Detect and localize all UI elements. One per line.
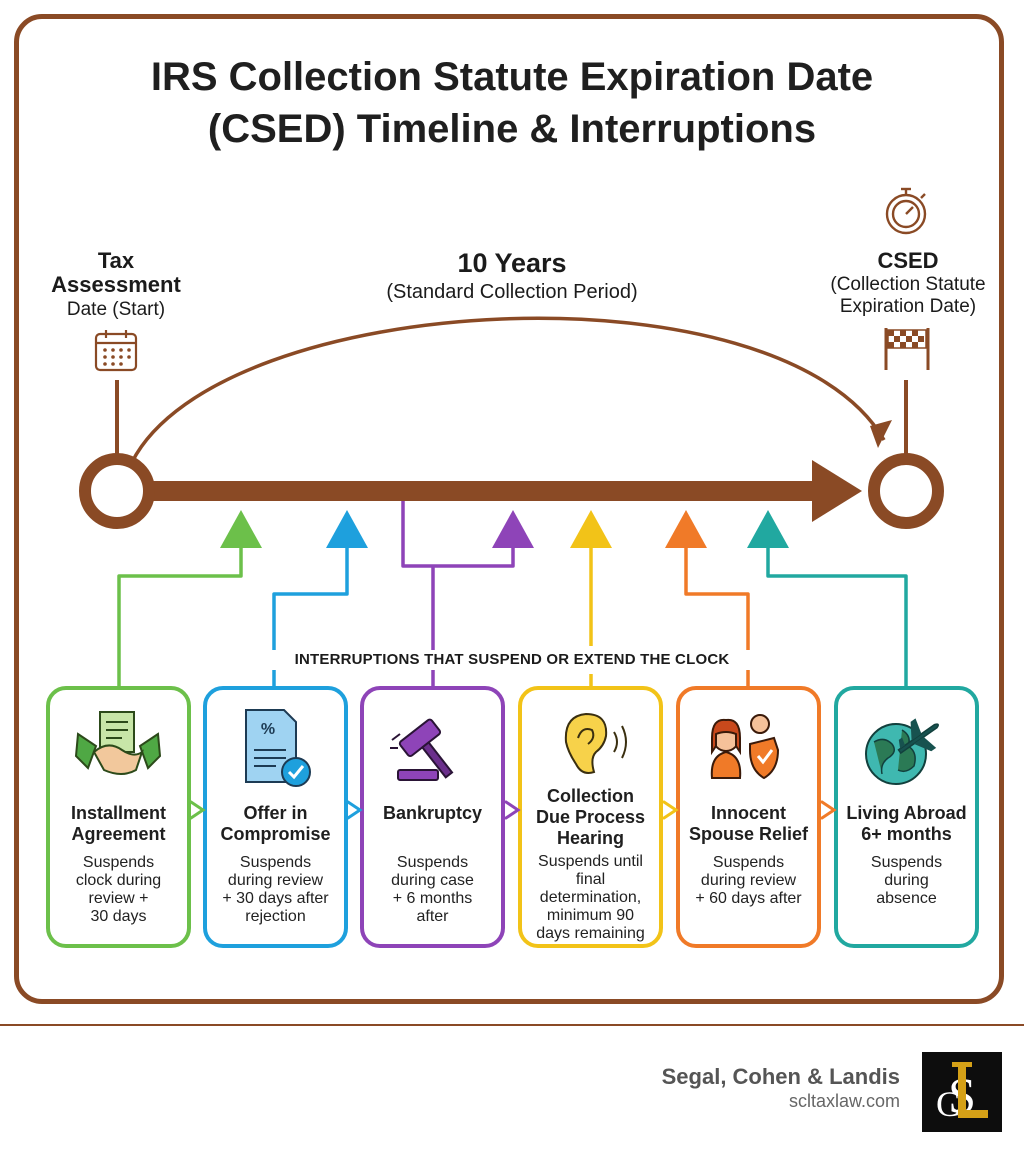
card-installment-desc-4: 30 days bbox=[90, 908, 147, 925]
card-innocent-desc-1: Suspends bbox=[712, 854, 785, 871]
spouse-shield-icon bbox=[710, 714, 780, 780]
card-abroad-title-1: Living Abroad bbox=[846, 803, 967, 823]
card-offer-title-2: Compromise bbox=[220, 824, 331, 844]
card-offer bbox=[203, 686, 348, 948]
card-installment-desc-3: review + bbox=[88, 890, 149, 907]
diagram-frame bbox=[14, 14, 1004, 1004]
card-collection-desc-4: minimum 90 bbox=[546, 907, 635, 924]
card-abroad-title-2: 6+ months bbox=[861, 824, 952, 844]
timeline-arrowhead bbox=[812, 460, 862, 522]
card-installment-desc-1: Suspends bbox=[82, 854, 155, 871]
card-collection-desc-5: days remaining bbox=[536, 925, 645, 942]
period-label: 10 Years bbox=[457, 248, 567, 278]
connector-innocent bbox=[684, 540, 750, 688]
ten-year-arc bbox=[130, 316, 886, 463]
card-collection-title-2: Due Process bbox=[535, 807, 646, 827]
svg-text:%: % bbox=[261, 721, 275, 738]
handshake-agreement-icon bbox=[74, 711, 162, 775]
card-abroad-desc-1: Suspends bbox=[870, 854, 943, 871]
firm-website[interactable]: scltaxlaw.com bbox=[788, 1091, 900, 1111]
card-bankruptcy-desc-3: + 6 months bbox=[392, 890, 473, 907]
card-collection bbox=[518, 686, 663, 948]
card-bankruptcy-desc-1: Suspends bbox=[396, 854, 469, 871]
card-collection-title-1: Collection bbox=[546, 786, 634, 806]
connector-abroad bbox=[766, 540, 908, 688]
card-abroad-desc-2: during bbox=[884, 872, 929, 889]
period-sublabel: (Standard Collection Period) bbox=[386, 281, 638, 303]
card-innocent-desc-3: + 60 days after bbox=[695, 890, 802, 907]
card-installment-title-1: Installment bbox=[70, 803, 167, 823]
calendar-icon bbox=[94, 330, 138, 372]
scl-monogram-icon: S C bbox=[936, 1062, 988, 1124]
firm-info: Segal, Cohen & Landis scltaxlaw.com bbox=[662, 1064, 900, 1112]
card-bankruptcy-desc-4: after bbox=[416, 908, 449, 925]
card-offer-desc-4: rejection bbox=[245, 908, 306, 925]
globe-plane-icon bbox=[865, 718, 939, 785]
card-offer-title-1: Offer in bbox=[243, 803, 308, 823]
card-innocent-title-1: Innocent bbox=[711, 803, 786, 823]
start-node bbox=[79, 453, 155, 529]
interruptions-header: INTERRUPTIONS THAT SUSPEND OR EXTEND THE… bbox=[200, 650, 824, 670]
stopwatch-icon bbox=[885, 187, 927, 235]
card-installment-title-2: Agreement bbox=[71, 824, 166, 844]
card-bankruptcy bbox=[360, 686, 505, 948]
timeline-diagram: % bbox=[46, 187, 979, 948]
start-label-line-3: Date (Start) bbox=[66, 299, 166, 320]
card-innocent bbox=[676, 686, 821, 948]
svg-text:C: C bbox=[936, 1084, 960, 1124]
firm-logo: S C bbox=[922, 1052, 1002, 1132]
finish-flag-icon bbox=[884, 328, 930, 370]
title-line-1: IRS Collection Statute Expiration Date bbox=[150, 55, 874, 99]
card-abroad-desc-3: absence bbox=[876, 890, 937, 907]
start-label-line-2: Assessment bbox=[51, 272, 181, 297]
card-collection-desc-1: Suspends until bbox=[538, 853, 643, 870]
timeline-bar bbox=[140, 481, 820, 501]
card-bankruptcy-title: Bankruptcy bbox=[382, 803, 483, 823]
card-collection-desc-2: final bbox=[575, 871, 606, 888]
card-installment-desc-2: clock during bbox=[75, 872, 162, 889]
card-bankruptcy-desc-2: during case bbox=[391, 872, 474, 889]
card-innocent-title-2: Spouse Relief bbox=[688, 824, 809, 844]
card-offer-desc-3: + 30 days after bbox=[222, 890, 329, 907]
card-offer-desc-1: Suspends bbox=[239, 854, 312, 871]
ear-hearing-icon bbox=[564, 712, 627, 774]
connector-offer bbox=[272, 540, 349, 688]
end-label-line-1: CSED bbox=[877, 248, 939, 273]
card-offer-desc-2: during review bbox=[227, 872, 324, 889]
end-label-line-3: Expiration Date) bbox=[839, 296, 977, 317]
gavel-icon bbox=[390, 718, 454, 781]
title-line-2: (CSED) Timeline & Interruptions bbox=[207, 107, 817, 151]
firm-name: Segal, Cohen & Landis bbox=[661, 1064, 900, 1089]
card-innocent-desc-2: during review bbox=[700, 872, 797, 889]
card-collection-title-3: Hearing bbox=[556, 828, 625, 848]
start-label-line-1: Tax bbox=[97, 248, 135, 273]
footer-divider bbox=[0, 1024, 1024, 1026]
document-check-icon: % bbox=[245, 709, 311, 787]
end-node bbox=[868, 453, 944, 529]
connector-installment bbox=[117, 540, 243, 688]
card-collection-desc-3: determination, bbox=[539, 889, 642, 906]
end-label-line-2: (Collection Statute bbox=[830, 274, 986, 295]
